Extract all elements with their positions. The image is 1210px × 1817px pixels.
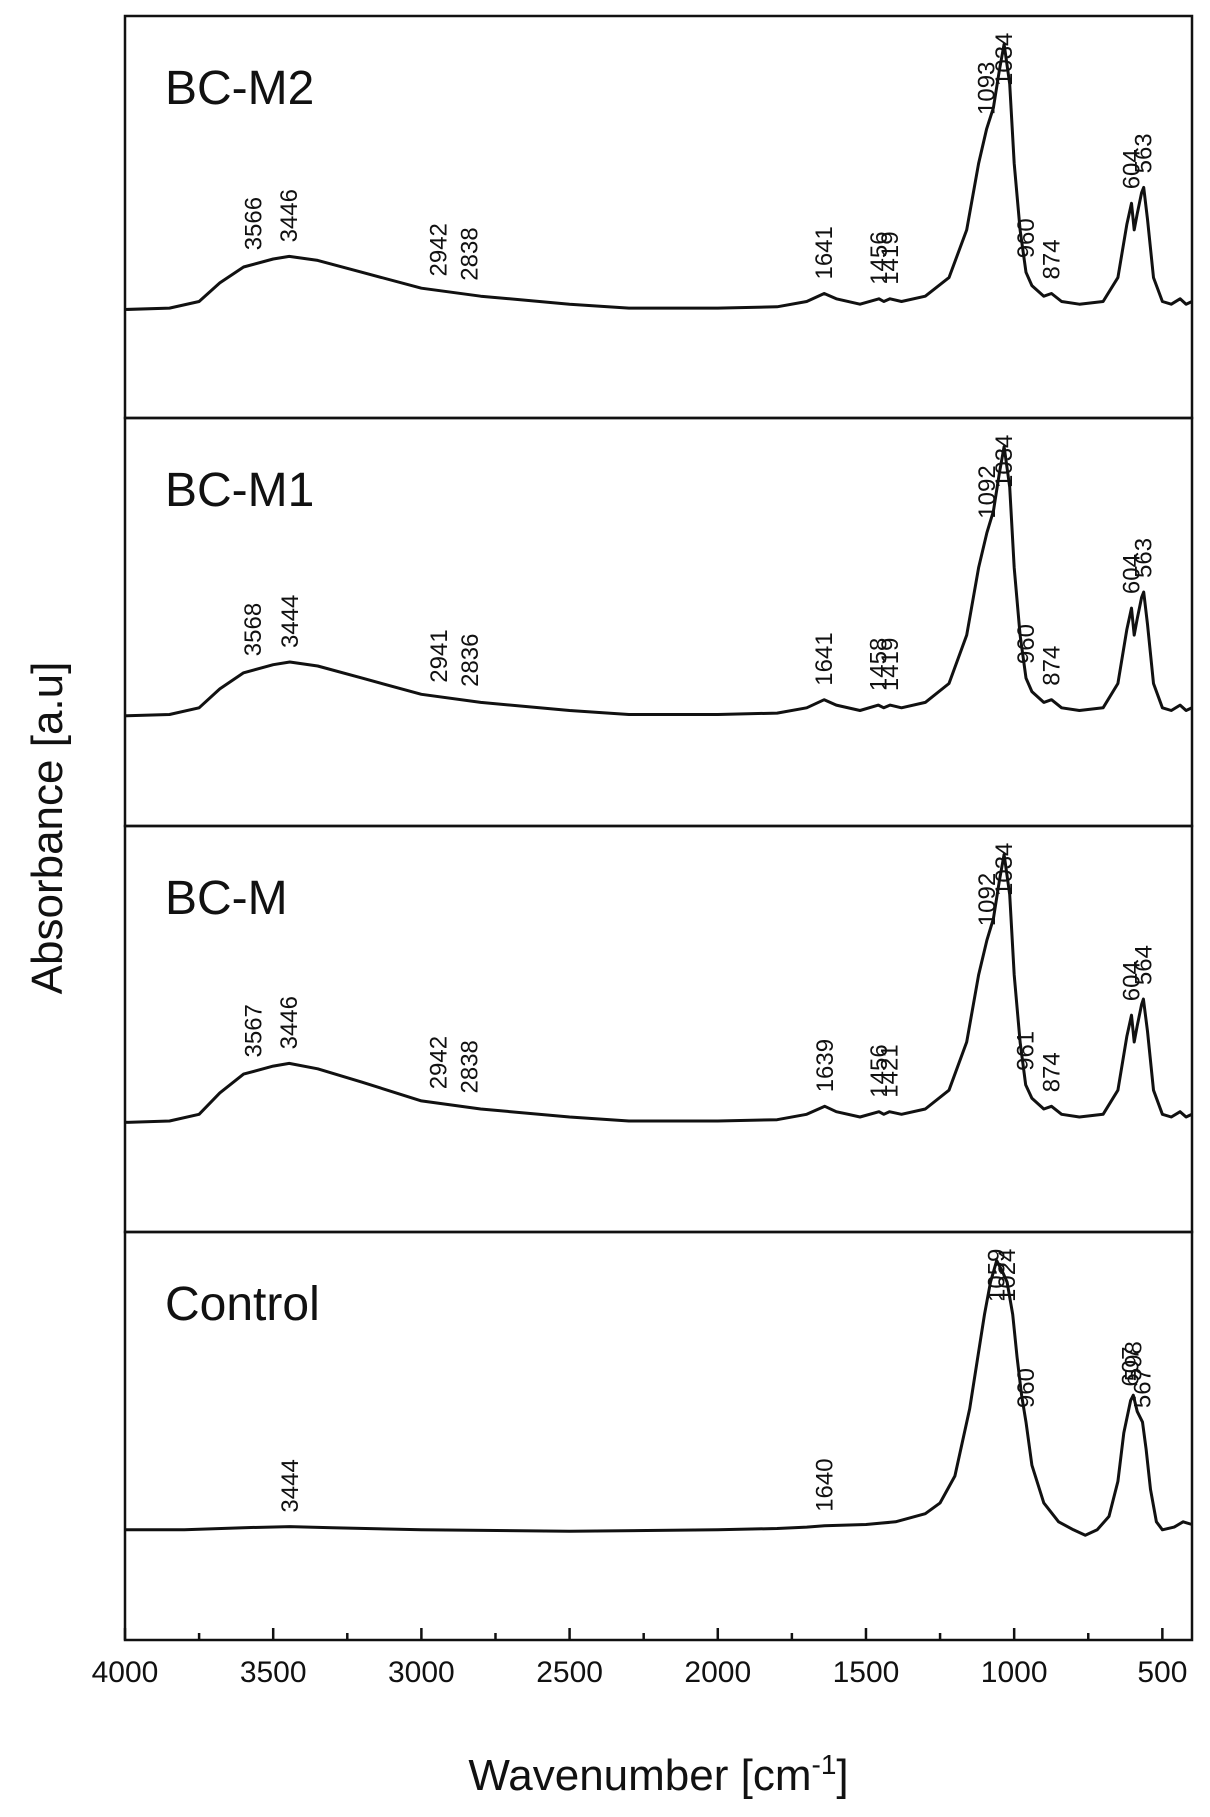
x-tick-label: 3000 — [388, 1656, 455, 1689]
peak-label: 2941 — [426, 629, 453, 682]
spectrum-line — [125, 1259, 1193, 1537]
peak-label: 960 — [1013, 1368, 1040, 1408]
peak-label: 1034 — [991, 33, 1018, 86]
peak-label: 2838 — [456, 227, 483, 280]
peak-label: 563 — [1131, 133, 1158, 173]
peak-label: 563 — [1131, 538, 1158, 578]
panel-frame — [123, 1230, 1194, 1642]
peak-label: 874 — [1039, 1052, 1066, 1092]
peak-label: 604 — [1119, 149, 1146, 189]
x-axis-title-superscript: -1 — [812, 1749, 837, 1780]
peak-label: 598 — [1120, 1341, 1147, 1381]
peak-label: 3446 — [276, 996, 303, 1049]
x-tick-label: 2000 — [684, 1656, 751, 1689]
peak-label: 1639 — [812, 1039, 839, 1092]
peak-label: 1024 — [994, 1249, 1021, 1302]
peak-label: 1456 — [866, 1044, 893, 1097]
x-tick-label: 1500 — [833, 1656, 900, 1689]
panel-title: BC-M2 — [165, 62, 314, 115]
peak-label: 1640 — [812, 1458, 839, 1511]
peak-label: 874 — [1039, 239, 1066, 279]
peak-label: 2836 — [457, 634, 484, 687]
peak-label: 3446 — [276, 189, 303, 242]
x-tick-label: 2500 — [536, 1656, 603, 1689]
spectrum-line — [124, 852, 1193, 1124]
peak-label: 1092 — [974, 465, 1001, 518]
peak-label: 564 — [1130, 945, 1157, 985]
peak-label: 604 — [1119, 554, 1146, 594]
peak-label: 1641 — [811, 632, 838, 685]
spectrum-line — [124, 445, 1193, 718]
peak-label: 607 — [1118, 1347, 1145, 1387]
peak-label: 1419 — [877, 231, 904, 284]
peak-label: 1059 — [984, 1249, 1011, 1302]
peak-label: 1419 — [877, 638, 904, 691]
peak-label: 1034 — [991, 435, 1018, 488]
peak-label: 960 — [1013, 218, 1040, 258]
peak-label: 1092 — [974, 873, 1001, 926]
peak-label: 1456 — [866, 231, 893, 284]
x-tick-label: 3500 — [240, 1656, 307, 1689]
x-axis-title-main: Wavenumber [cm — [468, 1751, 811, 1800]
x-axis: 4000 3500 3000 2500 2000 1500 1000 500 — [92, 1628, 1187, 1689]
peak-label: 2942 — [426, 1036, 453, 1089]
peak-label: 3566 — [241, 197, 268, 250]
x-axis-title-suffix: ] — [836, 1751, 848, 1800]
y-axis-title: Absorbance [a.u] — [23, 662, 72, 995]
peak-label: 961 — [1013, 1031, 1040, 1071]
peak-label: 3567 — [240, 1004, 267, 1057]
peak-label: 604 — [1119, 961, 1146, 1001]
peak-label: 3444 — [277, 595, 304, 648]
peak-label: 960 — [1013, 624, 1040, 664]
x-tick-label: 1000 — [981, 1656, 1048, 1689]
peak-label: 1034 — [991, 843, 1018, 896]
peak-label: 3568 — [240, 603, 267, 656]
peak-label: 1421 — [876, 1044, 903, 1097]
x-axis-title: Wavenumber [cm-1] — [468, 1749, 848, 1800]
peak-label: 2942 — [426, 223, 453, 276]
peak-label: 1093 — [974, 62, 1001, 115]
peak-label: 3444 — [277, 1459, 304, 1512]
peak-label: 1641 — [811, 226, 838, 279]
peak-label: 874 — [1039, 646, 1066, 686]
panel-title: BC-M — [165, 872, 288, 925]
peak-label: 1458 — [865, 638, 892, 691]
spectrum-line — [124, 42, 1193, 311]
x-tick-label: 500 — [1137, 1656, 1187, 1689]
x-tick-label: 4000 — [92, 1656, 159, 1689]
peak-label: 567 — [1130, 1368, 1157, 1408]
panel-title: Control — [165, 1278, 320, 1331]
panel-title: BC-M1 — [165, 464, 314, 517]
peak-label: 2838 — [456, 1040, 483, 1093]
